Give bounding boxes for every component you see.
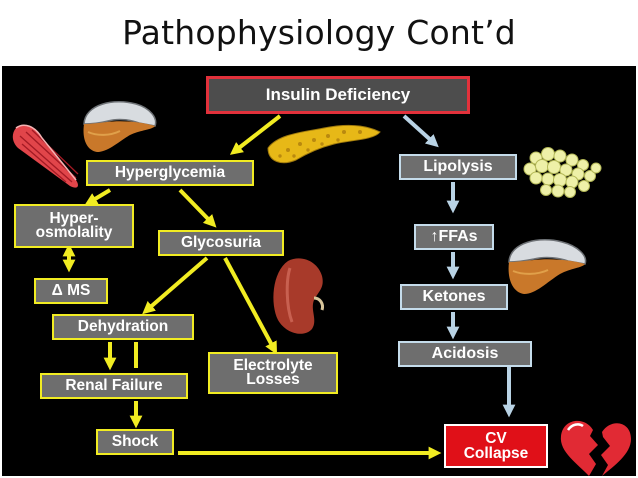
delta-ms-node: Δ MS: [34, 278, 108, 304]
hyperglycemia-node: Hyperglycemia: [86, 160, 254, 186]
broken-heart-icon: [560, 420, 631, 476]
renal-failure-node: Renal Failure: [40, 373, 188, 399]
acidosis-node: Acidosis: [398, 341, 532, 367]
ketones-node: Ketones: [400, 284, 508, 310]
lipolysis-node: Lipolysis: [399, 154, 517, 180]
liver-illustration: [83, 101, 157, 152]
pancreas-illustration: [267, 124, 381, 164]
blue-arrows: [402, 114, 516, 418]
arrow-glycosuria-to-electrolyte: [223, 257, 278, 355]
arrow-insulin-to-hyperglycemia: [229, 114, 282, 155]
shock-node: Shock: [96, 429, 174, 455]
yellow-arrows: [62, 114, 442, 460]
glycosuria-node: Glycosuria: [158, 230, 284, 256]
kidney-illustration: [273, 258, 324, 334]
slide-title: Pathophysiology Cont’d: [122, 13, 516, 52]
arrow-hyperglycemia-to-glycosuria: [178, 188, 217, 228]
fat-cells-illustration: [523, 147, 602, 198]
muscle-illustration: [12, 124, 79, 188]
hyperosmolality-node: Hyper- osmolality: [14, 204, 134, 248]
liver-illustration-right: [508, 239, 587, 294]
cv-collapse-node: CV Collapse: [444, 424, 548, 468]
arrow-hyperglycemia-to-hyperosmolality: [84, 188, 112, 206]
electrolyte-losses-node: Electrolyte Losses: [208, 352, 338, 394]
ffas-node: ↑FFAs: [414, 224, 494, 250]
arrow-glycosuria-to-dehydration: [142, 256, 209, 315]
diagram-canvas: [12, 101, 631, 476]
diagram-panel: Insulin Deficiency Hyperglycemia Hyper- …: [2, 66, 636, 476]
insulin-deficiency-node: Insulin Deficiency: [206, 76, 470, 114]
dehydration-node: Dehydration: [52, 314, 194, 340]
arrow-insulin-to-lipolysis: [402, 114, 439, 148]
